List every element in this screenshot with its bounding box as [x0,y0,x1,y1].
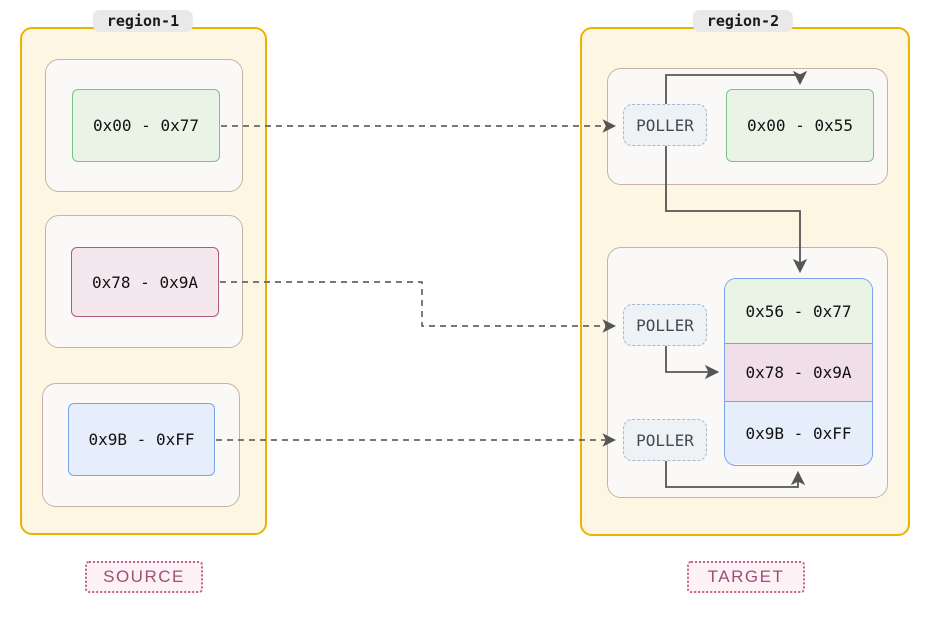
source-block-label: 0x9B - 0xFF [88,430,195,449]
poller-2: POLLER [623,304,707,346]
poller-1: POLLER [623,104,707,146]
target-row-label: 0x78 - 0x9A [745,363,852,382]
target-stacked-block: 0x56 - 0x77 0x78 - 0x9A 0x9B - 0xFF [724,278,873,466]
target-stacked-row-0x56-0x77: 0x56 - 0x77 [725,279,872,343]
target-block-label: 0x00 - 0x55 [747,116,853,135]
source-block-label: 0x00 - 0x77 [93,116,199,135]
edge-dashed-block2-poller2 [220,281,617,333]
target-row-label: 0x9B - 0xFF [745,423,852,443]
target-tag-label: TARGET [707,567,785,586]
source-block-0x00-0x77: 0x00 - 0x77 [72,89,220,162]
target-tag: TARGET [687,561,805,593]
source-tag-label: SOURCE [103,567,185,586]
region-1-title: region-1 [92,10,194,32]
target-stacked-row-0x9B-0xFF: 0x9B - 0xFF [725,402,872,464]
source-block-label: 0x78 - 0x9A [92,272,198,292]
target-stacked-row-0x78-0x9A: 0x78 - 0x9A [725,343,872,402]
poller-label: POLLER [636,315,694,335]
target-block-0x00-0x55: 0x00 - 0x55 [726,89,874,162]
source-tag: SOURCE [85,561,203,593]
poller-label: POLLER [636,115,694,135]
region-2-title: region-2 [692,10,794,32]
poller-label: POLLER [636,430,694,450]
target-row-label: 0x56 - 0x77 [745,301,852,321]
poller-3: POLLER [623,419,707,461]
source-block-0x9B-0xFF: 0x9B - 0xFF [68,403,215,476]
source-block-0x78-0x9A: 0x78 - 0x9A [71,247,219,317]
